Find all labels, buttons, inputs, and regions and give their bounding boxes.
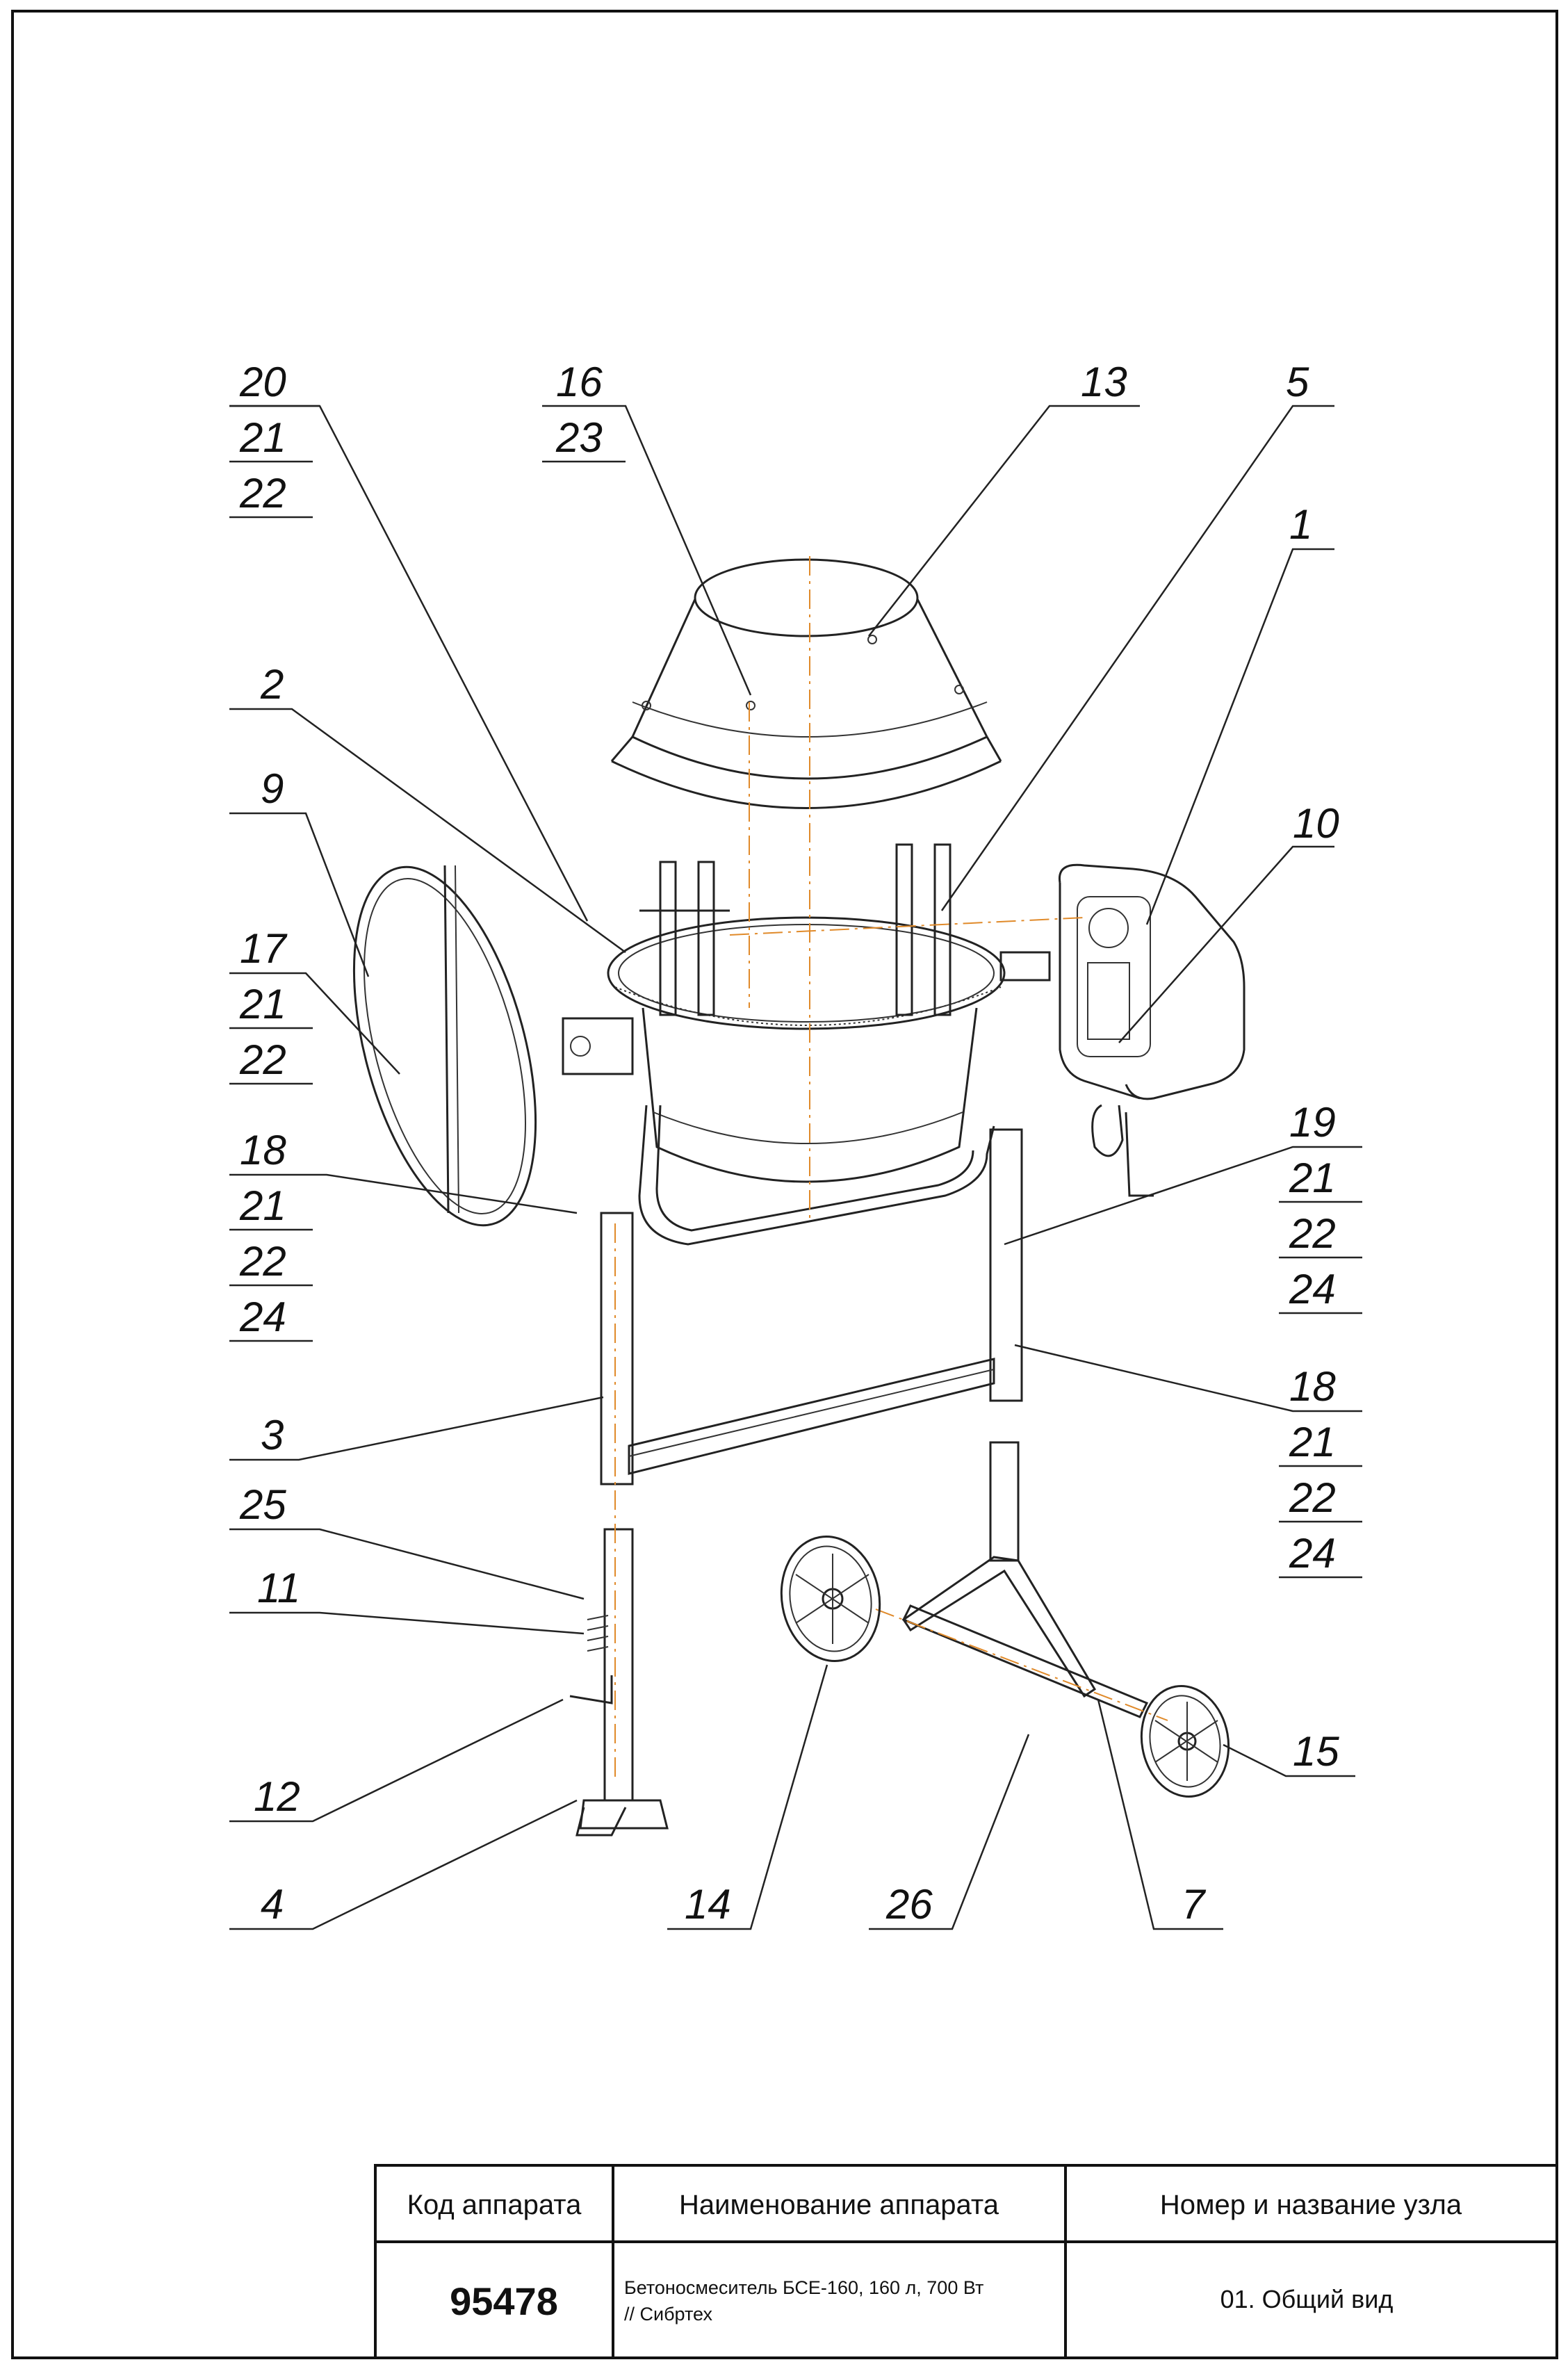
callout-23: 23	[555, 414, 603, 461]
callout-15: 15	[1293, 1728, 1339, 1775]
title-code-value: 95478	[450, 2279, 558, 2323]
motor-housing-part-1	[1058, 863, 1246, 1197]
callout-10: 10	[1293, 800, 1339, 847]
callout-14: 14	[685, 1881, 731, 1928]
callout-group-19-21-22-24: 19 21 22 24	[1279, 1099, 1362, 1314]
callout-24: 24	[1289, 1530, 1336, 1577]
callout-22: 22	[239, 470, 286, 516]
wheel-axle-frame-part-7	[875, 1441, 1168, 1721]
callout-group-18-21-22-24-left: 18 21 22 24	[229, 1127, 313, 1342]
callout-11: 11	[257, 1565, 300, 1611]
callout-21: 21	[239, 981, 286, 1027]
callout-24: 24	[239, 1294, 286, 1340]
callout-18: 18	[1289, 1363, 1336, 1410]
callout-22: 22	[1289, 1210, 1336, 1257]
callout-17: 17	[240, 925, 288, 972]
title-head-code: Код аппарата	[407, 2190, 582, 2220]
title-block: Код аппарата Наименование аппарата Номер…	[374, 2164, 1558, 2359]
title-head-node: Номер и название узла	[1160, 2190, 1462, 2220]
callout-26: 26	[885, 1881, 933, 1928]
callout-13: 13	[1081, 359, 1127, 405]
title-head-name: Наименование аппарата	[679, 2190, 999, 2220]
wheel-part-15	[1140, 1684, 1230, 1798]
callout-18: 18	[240, 1127, 286, 1173]
title-node-value: 01. Общий вид	[1220, 2285, 1394, 2313]
callout-22: 22	[239, 1238, 286, 1285]
callout-25: 25	[239, 1481, 286, 1528]
callout-19: 19	[1289, 1099, 1336, 1146]
stand-frame-part-3	[600, 1128, 1023, 1485]
drum-bowl-part-2	[562, 843, 1051, 1183]
callout-5: 5	[1286, 359, 1309, 405]
callout-24: 24	[1289, 1266, 1336, 1312]
callout-group-16-23: 16 23	[542, 359, 626, 463]
callout-22: 22	[1289, 1474, 1336, 1521]
title-name-line2: // Сибртех	[624, 2304, 712, 2325]
callout-3: 3	[261, 1412, 284, 1458]
callout-7: 7	[1182, 1881, 1207, 1928]
callout-22: 22	[239, 1036, 286, 1083]
callout-21: 21	[239, 414, 286, 461]
callout-2: 2	[260, 661, 284, 708]
stand-leg-part-4	[569, 1528, 669, 1837]
drum-cone-part-13	[610, 558, 1002, 809]
callout-group-17-21-22: 17 21 22	[229, 925, 313, 1085]
handwheel-part-9	[352, 865, 537, 1227]
leader-lines	[229, 405, 1362, 1930]
callout-16: 16	[556, 359, 603, 405]
callout-12: 12	[254, 1773, 300, 1820]
callout-21: 21	[239, 1182, 286, 1229]
wheel-part-14	[780, 1536, 881, 1662]
callout-group-18-21-22-24-right: 18 21 22 24	[1279, 1363, 1362, 1579]
callout-4: 4	[261, 1881, 284, 1928]
callout-21: 21	[1289, 1419, 1336, 1465]
callout-1: 1	[1289, 501, 1312, 548]
callout-20: 20	[239, 359, 286, 405]
callout-group-20-21-22: 20 21 22	[229, 359, 320, 519]
callout-21: 21	[1289, 1155, 1336, 1201]
shaft-centre-line	[729, 917, 1085, 936]
yoke-frame	[638, 1105, 995, 1246]
callout-9: 9	[261, 765, 284, 812]
title-name-line1: Бетоносмеситель БСЕ-160, 160 л, 700 Вт	[624, 2277, 983, 2298]
